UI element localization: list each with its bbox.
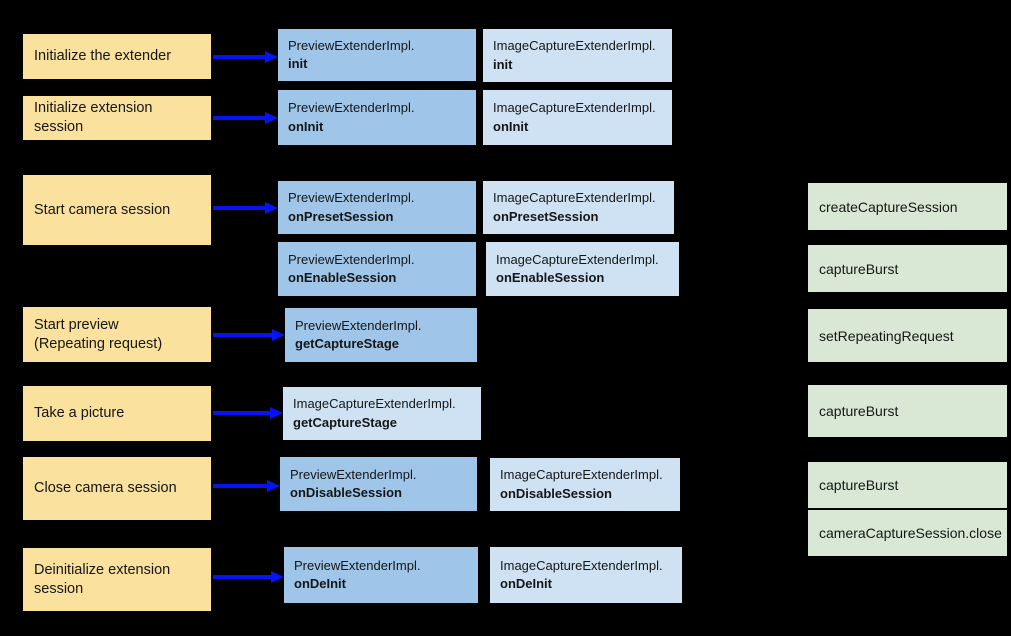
preview-impl-ondeinit-box: PreviewExtenderImpl. onDeInit	[284, 547, 478, 603]
class-name-label: ImageCaptureExtenderImpl.	[496, 251, 659, 267]
camera2-setrepeatingrequest-box: setRepeatingRequest	[808, 309, 1007, 362]
flow-arrow-icon	[213, 328, 285, 342]
method-name-label: onDeInit	[500, 576, 552, 591]
preview-impl-oninit-box: PreviewExtenderImpl. onInit	[278, 90, 476, 145]
arrow-head	[267, 480, 280, 492]
method-name-label: onInit	[493, 118, 529, 134]
preview-impl-onenablesession-box: PreviewExtenderImpl. onEnableSession	[278, 242, 476, 296]
class-name-label: PreviewExtenderImpl.	[294, 557, 421, 573]
preview-impl-init-box: PreviewExtenderImpl. init	[278, 29, 476, 81]
method-name-label: getCaptureStage	[295, 336, 400, 351]
method-name-label: getCaptureStage	[293, 414, 398, 430]
flow-arrow-icon	[213, 479, 280, 493]
step-initialize-extender: Initialize the extender	[23, 34, 211, 79]
camera2-captureburst-box: captureBurst	[808, 385, 1007, 437]
imagecapture-impl-onpresetsession-box: ImageCaptureExtenderImpl. onPresetSessio…	[483, 181, 674, 234]
imagecapture-impl-onenablesession-box: ImageCaptureExtenderImpl. onEnableSessio…	[486, 242, 679, 296]
class-name-label: ImageCaptureExtenderImpl.	[493, 38, 656, 54]
step-take-a-picture: Take a picture	[23, 386, 211, 441]
method-name-label: onPresetSession	[493, 208, 599, 224]
method-name-label: onDisableSession	[500, 485, 612, 501]
class-name-label: ImageCaptureExtenderImpl.	[500, 557, 663, 573]
imagecapture-impl-ondisablesession-box: ImageCaptureExtenderImpl. onDisableSessi…	[490, 458, 680, 511]
method-name-label: onEnableSession	[288, 270, 397, 285]
step-start-camera-session: Start camera session	[23, 175, 211, 245]
arrow-shaft	[213, 575, 271, 579]
arrow-shaft	[213, 116, 265, 120]
class-name-label: ImageCaptureExtenderImpl.	[493, 100, 656, 116]
preview-impl-ondisablesession-box: PreviewExtenderImpl. onDisableSession	[280, 457, 477, 511]
method-name-label: onDisableSession	[290, 485, 402, 500]
camera2-cameracapturesession-close-box: cameraCaptureSession.close	[808, 510, 1007, 556]
class-name-label: PreviewExtenderImpl.	[295, 317, 422, 333]
class-name-label: ImageCaptureExtenderImpl.	[293, 396, 456, 412]
flow-arrow-icon	[213, 201, 278, 215]
imagecapture-impl-init-box: ImageCaptureExtenderImpl. init	[483, 29, 672, 82]
camera2-captureburst-box: captureBurst	[808, 245, 1007, 292]
step-initialize-extension-session: Initialize extension session	[23, 96, 211, 140]
arrow-head	[271, 571, 284, 583]
imagecapture-impl-ondeinit-box: ImageCaptureExtenderImpl. onDeInit	[490, 547, 682, 603]
arrow-shaft	[213, 55, 265, 59]
method-name-label: onEnableSession	[496, 270, 605, 285]
method-name-label: init	[288, 56, 308, 71]
arrow-shaft	[213, 411, 270, 415]
arrow-head	[265, 202, 278, 214]
step-start-preview: Start preview (Repeating request)	[23, 307, 211, 362]
imagecapture-impl-getcapturestage-box: ImageCaptureExtenderImpl. getCaptureStag…	[283, 387, 481, 440]
camera2-createcapturesession-box: createCaptureSession	[808, 183, 1007, 230]
arrow-shaft	[213, 484, 267, 488]
flow-arrow-icon	[213, 50, 278, 64]
class-name-label: PreviewExtenderImpl.	[288, 100, 415, 116]
preview-impl-getcapturestage-box: PreviewExtenderImpl. getCaptureStage	[285, 308, 477, 362]
arrow-head	[272, 329, 285, 341]
class-name-label: ImageCaptureExtenderImpl.	[493, 190, 656, 206]
step-deinitialize-extension-session: Deinitialize extension session	[23, 548, 211, 611]
class-name-label: PreviewExtenderImpl.	[288, 190, 415, 206]
class-name-label: ImageCaptureExtenderImpl.	[500, 467, 663, 483]
class-name-label: PreviewExtenderImpl.	[290, 466, 417, 482]
method-name-label: onPresetSession	[288, 208, 394, 224]
method-name-label: onInit	[288, 118, 324, 134]
flow-arrow-icon	[213, 111, 278, 125]
step-close-camera-session: Close camera session	[23, 457, 211, 520]
arrow-head	[265, 51, 278, 63]
arrow-shaft	[213, 333, 272, 337]
imagecapture-impl-oninit-box: ImageCaptureExtenderImpl. onInit	[483, 90, 672, 145]
arrow-shaft	[213, 206, 265, 210]
class-name-label: PreviewExtenderImpl.	[288, 251, 415, 267]
arrow-head	[270, 407, 283, 419]
class-name-label: PreviewExtenderImpl.	[288, 37, 415, 53]
method-name-label: onDeInit	[294, 576, 346, 591]
camera2-captureburst-box: captureBurst	[808, 462, 1007, 508]
method-name-label: init	[493, 56, 513, 72]
preview-impl-onpresetsession-box: PreviewExtenderImpl. onPresetSession	[278, 181, 476, 234]
arrow-head	[265, 112, 278, 124]
flow-arrow-icon	[213, 570, 284, 584]
flow-arrow-icon	[213, 406, 283, 420]
